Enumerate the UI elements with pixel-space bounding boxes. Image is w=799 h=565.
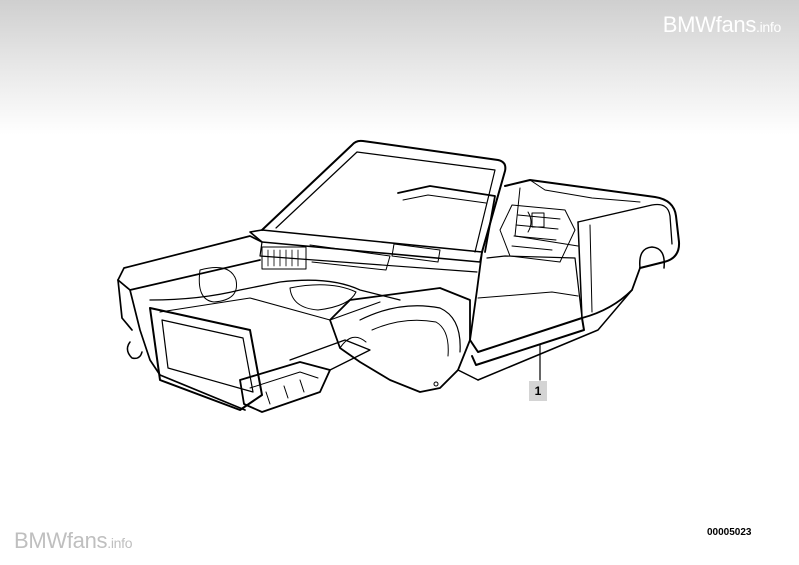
- watermark-brand: BMWfans: [662, 12, 757, 37]
- door-opening: [397, 185, 583, 341]
- watermark-suffix: .info: [756, 19, 781, 35]
- part-callout-1[interactable]: 1: [529, 381, 547, 401]
- cowl-panel: [249, 229, 483, 273]
- engine-bay: [117, 235, 401, 411]
- watermark-top: BMWfans.info: [662, 12, 782, 38]
- front-rails: [239, 339, 371, 413]
- rear-floor: [499, 204, 576, 263]
- front-wheel-arch: [329, 287, 471, 393]
- watermark-bottom: BMWfans.info: [14, 528, 133, 554]
- side-sill: [457, 289, 633, 381]
- radiator-support: [126, 307, 263, 411]
- rear-quarter-panel: [504, 179, 681, 319]
- windshield-frame: [261, 139, 507, 253]
- watermark-brand-bottom: BMWfans: [14, 528, 108, 553]
- drawing-number: 00005023: [707, 527, 752, 538]
- watermark-suffix-bottom: .info: [107, 535, 133, 551]
